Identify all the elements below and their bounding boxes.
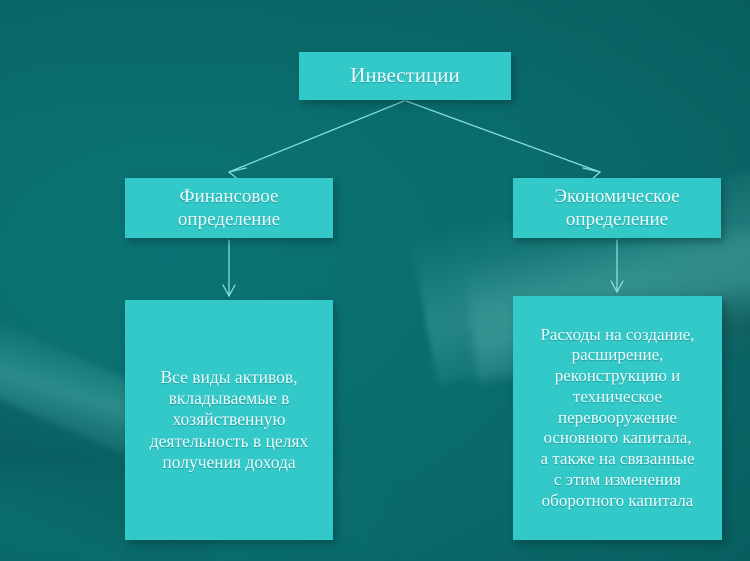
connector-economic-heading-to-body: [610, 239, 624, 293]
connector-financial-heading-to-body: [222, 239, 236, 297]
node-economic-definition-body[interactable]: Расходы на создание, расширение, реконст…: [513, 296, 722, 540]
connector-root-to-financial: [228, 100, 405, 182]
node-investments[interactable]: Инвестиции: [299, 52, 511, 100]
node-economic-definition-body-text: Расходы на создание, расширение, реконст…: [540, 324, 695, 510]
node-economic-definition-label: Экономическое определение: [554, 185, 680, 230]
node-investments-label: Инвестиции: [350, 63, 460, 88]
node-financial-definition-body[interactable]: Все виды активов, вкладываемые в хозяйст…: [125, 300, 333, 540]
connector-root-to-economic: [405, 100, 601, 182]
node-financial-definition-body-text: Все виды активов, вкладываемые в хозяйст…: [149, 366, 309, 473]
node-financial-definition-label: Финансовое определение: [177, 185, 281, 230]
node-economic-definition[interactable]: Экономическое определение: [513, 178, 721, 238]
node-financial-definition[interactable]: Финансовое определение: [125, 178, 333, 238]
